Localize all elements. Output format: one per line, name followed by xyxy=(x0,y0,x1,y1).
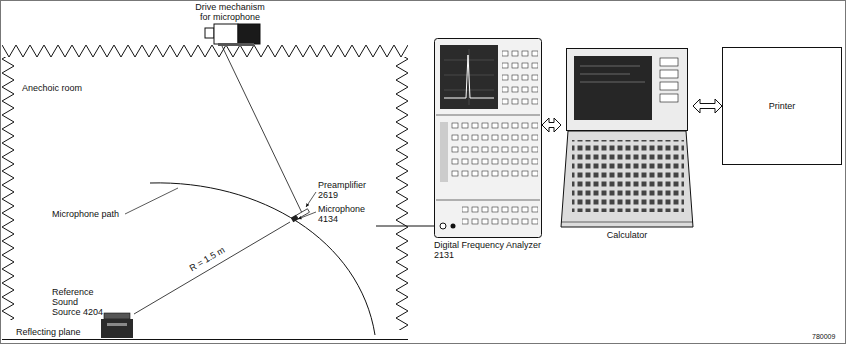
calculator-device xyxy=(561,131,693,227)
analyzer-device xyxy=(462,206,538,230)
analyzer-device xyxy=(444,55,494,98)
calculator-device xyxy=(660,58,678,66)
dimension-label: R = 1.5 m xyxy=(188,245,227,274)
leader-line xyxy=(125,188,178,214)
data-bus-arrow xyxy=(542,118,561,132)
calculator-device xyxy=(660,70,678,78)
drive-mechanism-device xyxy=(218,43,254,46)
data-bus-arrow xyxy=(693,99,722,113)
drive-mechanism-device xyxy=(238,24,260,44)
signal-cable xyxy=(376,226,440,227)
calculator-device xyxy=(580,66,645,82)
analyzer-device xyxy=(440,45,498,109)
calculator-device xyxy=(572,140,684,212)
analyzer-device xyxy=(451,224,456,229)
device-label-box: Digital Frequency Analyzer 2131 xyxy=(434,38,542,260)
drive-mechanism-device xyxy=(205,28,214,38)
analyzer-device xyxy=(440,223,446,229)
node-text: Drive mechanism for microphone xyxy=(192,2,268,22)
calculator-device xyxy=(660,94,678,102)
path-label: Microphone path xyxy=(52,209,119,219)
node-text: Digital Frequency Analyzer 2131 xyxy=(434,240,554,260)
reference-sound-source-device xyxy=(101,313,133,338)
analyzer-device xyxy=(436,200,540,201)
plane-label: Reflecting plane xyxy=(16,327,81,337)
radius-line xyxy=(134,222,290,314)
callout-label: Preamplifier 2619 xyxy=(318,180,380,200)
node-text: Calculator xyxy=(561,230,693,240)
drive-mechanism-device xyxy=(214,24,238,44)
analyzer-device xyxy=(440,122,448,182)
analyzer-device xyxy=(436,115,540,116)
calculator-device xyxy=(567,49,688,131)
reference-sound-source-device xyxy=(101,319,133,338)
reference-sound-source-device xyxy=(104,313,130,319)
analyzer-device xyxy=(444,49,494,105)
device-label-box: Calculator xyxy=(561,48,693,240)
process-box: Printer xyxy=(722,47,842,165)
calculator-device xyxy=(561,222,693,223)
calculator-device xyxy=(561,49,693,228)
analyzer-device xyxy=(435,39,542,238)
drive-wire xyxy=(222,46,302,213)
reference-sound-source-device xyxy=(107,323,127,326)
analyzer-device xyxy=(435,39,542,238)
drive-mechanism-device xyxy=(205,24,260,46)
microphone-path-arc xyxy=(150,183,375,335)
leader-arrow xyxy=(298,212,316,219)
calculator-device xyxy=(660,82,678,90)
figure-number: 780009 xyxy=(812,333,835,341)
anechoic-wall xyxy=(2,45,408,340)
node-text: Reference Sound Source 4204 xyxy=(52,287,108,317)
room-region: Anechoic roomReference Sound Source 4204 xyxy=(2,45,408,339)
anechoic-wall xyxy=(2,339,408,340)
anechoic-wall xyxy=(2,57,14,320)
analyzer-device xyxy=(450,122,538,182)
analyzer-device xyxy=(502,45,538,109)
callout-label: Microphone 4134 xyxy=(318,204,374,224)
calculator-device xyxy=(574,56,652,120)
device-label-box: Drive mechanism for microphone xyxy=(192,2,268,46)
anechoic-wall xyxy=(396,57,408,330)
node-text: Printer xyxy=(769,101,796,111)
node-text: Anechoic room xyxy=(22,83,408,93)
anechoic-wall xyxy=(2,45,408,57)
leader-arrow xyxy=(306,192,316,207)
